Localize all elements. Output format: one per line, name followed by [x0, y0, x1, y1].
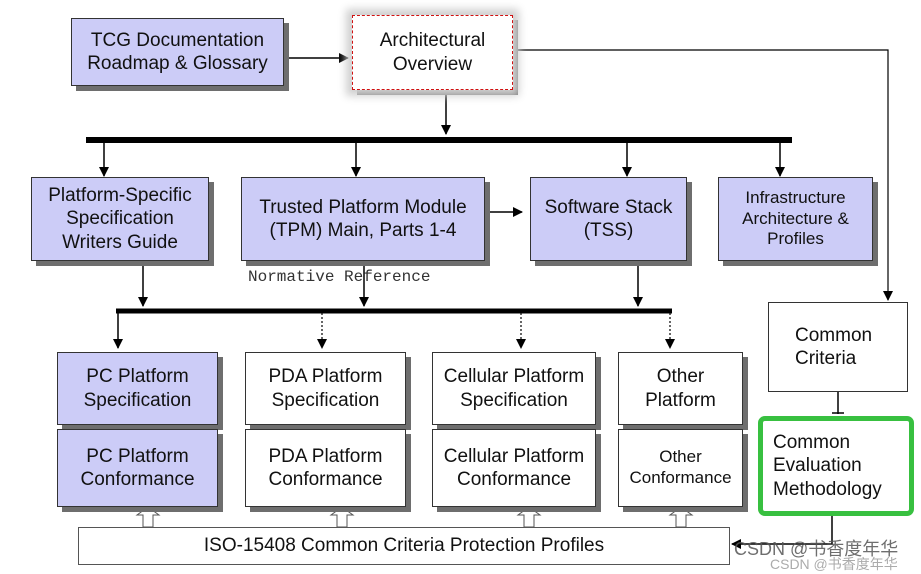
watermark-text-faint: CSDN @书香度年华 [770, 556, 898, 572]
node-cellular-platform-conformance: Cellular Platform Conformance [432, 429, 596, 507]
hollow-arrows-iso [135, 506, 694, 528]
node-pc-platform-spec: PC Platform Specification [57, 352, 218, 425]
node-pc-platform-conformance: PC Platform Conformance [57, 429, 218, 507]
node-pda-platform-conformance: PDA Platform Conformance [245, 429, 406, 507]
arrow-arch-to-cc [516, 49, 893, 301]
node-software-stack: Software Stack (TSS) [530, 177, 687, 261]
node-other-platform: Other Platform [618, 352, 743, 425]
node-tcg-documentation: TCG Documentation Roadmap & Glossary [71, 18, 284, 86]
node-common-evaluation-methodology: Common Evaluation Methodology [758, 416, 914, 516]
watermark-text: CSDN @书香度年华 [734, 539, 899, 559]
node-platform-specific-guide: Platform-Specific Specification Writers … [31, 177, 209, 261]
edge-label-normative-reference: Normative Reference [248, 268, 431, 286]
node-iso-15408-protection-profiles: ISO-15408 Common Criteria Protection Pro… [78, 527, 730, 565]
node-common-criteria: Common Criteria [768, 302, 908, 392]
arrow-cem-to-iso [731, 508, 833, 549]
node-infrastructure: Infrastructure Architecture & Profiles [718, 177, 873, 261]
node-tpm-main: Trusted Platform Module (TPM) Main, Part… [241, 177, 485, 261]
node-architectural-overview: Architectural Overview [352, 15, 513, 90]
node-other-conformance: Other Conformance [618, 429, 743, 507]
node-cellular-platform-spec: Cellular Platform Specification [432, 352, 596, 425]
node-pda-platform-spec: PDA Platform Specification [245, 352, 406, 425]
